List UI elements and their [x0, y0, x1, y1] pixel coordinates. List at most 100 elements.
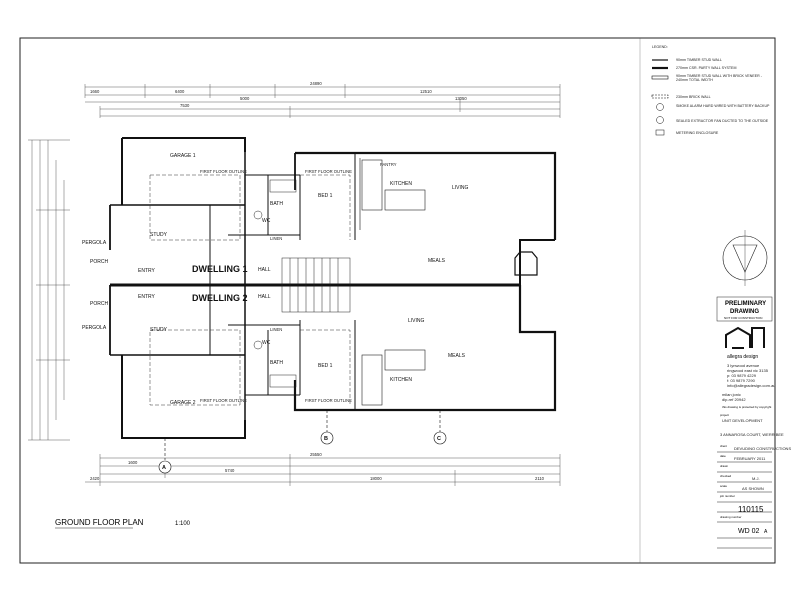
dim-top-1: 1660 — [90, 89, 100, 94]
dim-bottom-5: 2110 — [535, 476, 545, 481]
room-entry-2: ENTRY — [138, 294, 156, 300]
job-label: job number — [719, 494, 735, 498]
north-point-icon — [722, 230, 768, 286]
company-phone: p: 03 9879 4229 — [727, 373, 757, 378]
legend-item-7: METERING ENCLOSURE — [676, 131, 719, 135]
title-block — [716, 296, 773, 549]
dim-bottom-3: 2420 — [90, 476, 100, 481]
copyright-note: this drawing is protected by copyright — [722, 405, 772, 409]
room-porch-2: PORCH — [90, 301, 108, 307]
left-dimensions — [28, 139, 70, 441]
stairs — [281, 257, 351, 313]
room-linen-1: LINEN — [270, 236, 282, 241]
dim-top-4: 12510 — [420, 89, 432, 94]
room-hall-1: HALL — [258, 267, 271, 273]
dim-bottom-4: 18000 — [370, 476, 382, 481]
room-garage-1: GARAGE 1 — [170, 153, 196, 159]
company-fax: f: 03 9879 7290 — [727, 378, 756, 383]
designer-reg: dip-ref 20942 — [722, 397, 746, 402]
bathroom-fixtures — [253, 179, 297, 388]
project-value: UNIT DEVELOPMENT — [722, 418, 763, 423]
scale-value: AS SHOWN — [742, 486, 764, 491]
dim-bottom-2: 5740 — [225, 468, 235, 473]
project-label: project — [720, 413, 729, 417]
room-pantry-1: PANTRY — [380, 162, 397, 167]
dim-overall-bottom: 25550 — [310, 452, 322, 457]
drawing-number-label: drawing number — [720, 515, 742, 519]
revision: A — [764, 529, 768, 535]
scale-label: scale — [720, 484, 727, 488]
room-bed-1: BED 1 — [318, 193, 333, 199]
dwelling-2-walls — [109, 285, 557, 439]
date-value: FEBRUARY 2011 — [734, 456, 766, 461]
legend-symbols — [651, 59, 669, 136]
dim-bottom-1: 1600 — [128, 460, 138, 465]
dwelling-2-label: DWELLING 2 — [192, 293, 248, 303]
room-kitchen-1: KITCHEN — [390, 181, 412, 187]
room-study-2: STUDY — [150, 327, 168, 333]
legend-item-3: 90mm TIMBER STUD WALL WITH BRICK VENEER … — [676, 74, 762, 83]
client-label: client — [720, 444, 727, 448]
room-porch-1: PORCH — [90, 259, 108, 265]
job-number: 110115 — [738, 505, 764, 514]
room-garage-2: GARAGE 2 — [170, 400, 196, 406]
drawing-number: WD 02 — [738, 528, 760, 535]
legend-item-6: SEALED EXTRACTOR FAN DUCTED TO THE OUTSI… — [676, 119, 769, 123]
room-wc-1: WC — [262, 218, 271, 224]
top-dimensions — [84, 84, 561, 118]
drawing-label: DRAWING — [730, 309, 759, 315]
ff-outline-label-4: FIRST FLOOR OUTLINE — [305, 398, 352, 403]
ff-outline-label-3: FIRST FLOOR OUTLINE — [200, 398, 247, 403]
company-address-1: 3 lynwood avenue — [727, 363, 760, 368]
company-address-2: ringwood east vic 3135 — [727, 368, 769, 373]
company-logo — [725, 326, 765, 349]
drawn-label: drawn — [720, 464, 729, 468]
legend-item-3-wrap: 90mm TIMBER STUD WALL WITH BRICK VENEER … — [676, 74, 762, 83]
dim-top-6: 13050 — [455, 96, 467, 101]
room-meals-1: MEALS — [428, 258, 446, 264]
grid-marker-c: C — [437, 436, 441, 442]
preliminary-label: PRELIMINARY — [725, 301, 766, 307]
room-hall-2: HALL — [258, 294, 271, 300]
room-bath-1: BATH — [270, 201, 283, 207]
dwelling-1-label: DWELLING 1 — [192, 264, 248, 274]
room-pergola-2: PERGOLA — [82, 325, 107, 331]
bottom-dimensions — [85, 454, 561, 486]
ff-outline-label-2: FIRST FLOOR OUTLINE — [305, 169, 352, 174]
room-bed-2: BED 1 — [318, 363, 333, 369]
designer-name: milan jonic — [722, 392, 741, 397]
kitchen-benches — [361, 159, 426, 406]
room-meals-2: MEALS — [448, 353, 466, 359]
legend-title: LEGEND: — [652, 45, 668, 49]
company-name: allegra design — [727, 354, 758, 360]
room-wc-2: WC — [262, 340, 271, 346]
room-living-2: LIVING — [408, 318, 425, 324]
legend-item-1: 90mm TIMBER STUD WALL — [676, 58, 722, 62]
grid-marker-b: B — [324, 436, 328, 442]
legend-item-2: 270mm CSR. PARTY WALL SYSTEM — [676, 66, 736, 70]
room-linen-2: LINEN — [270, 327, 282, 332]
dim-overall-top: 24890 — [310, 81, 322, 86]
legend-item-5-wrap: SMOKE ALARM HARD WIRED WITH BATTERY BACK… — [676, 104, 770, 108]
date-label: date — [720, 454, 726, 458]
room-living-1: LIVING — [452, 185, 469, 191]
not-for-construction: NOT FOR CONSTRUCTION — [724, 316, 762, 320]
dim-top-3: 5000 — [240, 96, 250, 101]
room-study-1: STUDY — [150, 232, 168, 238]
bay-window — [514, 251, 538, 276]
site-address: 3 ANNAROSA COURT, WERRIBEE — [720, 432, 784, 437]
drawing-title: GROUND FLOOR PLAN — [55, 518, 144, 527]
sheet-border — [19, 37, 776, 564]
room-pergola-1: PERGOLA — [82, 240, 107, 246]
dim-top-5: 7530 — [180, 103, 190, 108]
drawing-scale: 1:100 — [175, 521, 191, 527]
grid-markers — [158, 410, 447, 474]
room-bath-2: BATH — [270, 360, 283, 366]
room-entry-1: ENTRY — [138, 268, 156, 274]
legend-item-5: SMOKE ALARM HARD WIRED WITH BATTERY BACK… — [676, 104, 770, 108]
ff-outline-label-1: FIRST FLOOR OUTLINE — [200, 169, 247, 174]
client-value: DEVUDINO CONSTRUCTIONS — [734, 446, 791, 451]
checked-value: M.J. — [752, 476, 760, 481]
